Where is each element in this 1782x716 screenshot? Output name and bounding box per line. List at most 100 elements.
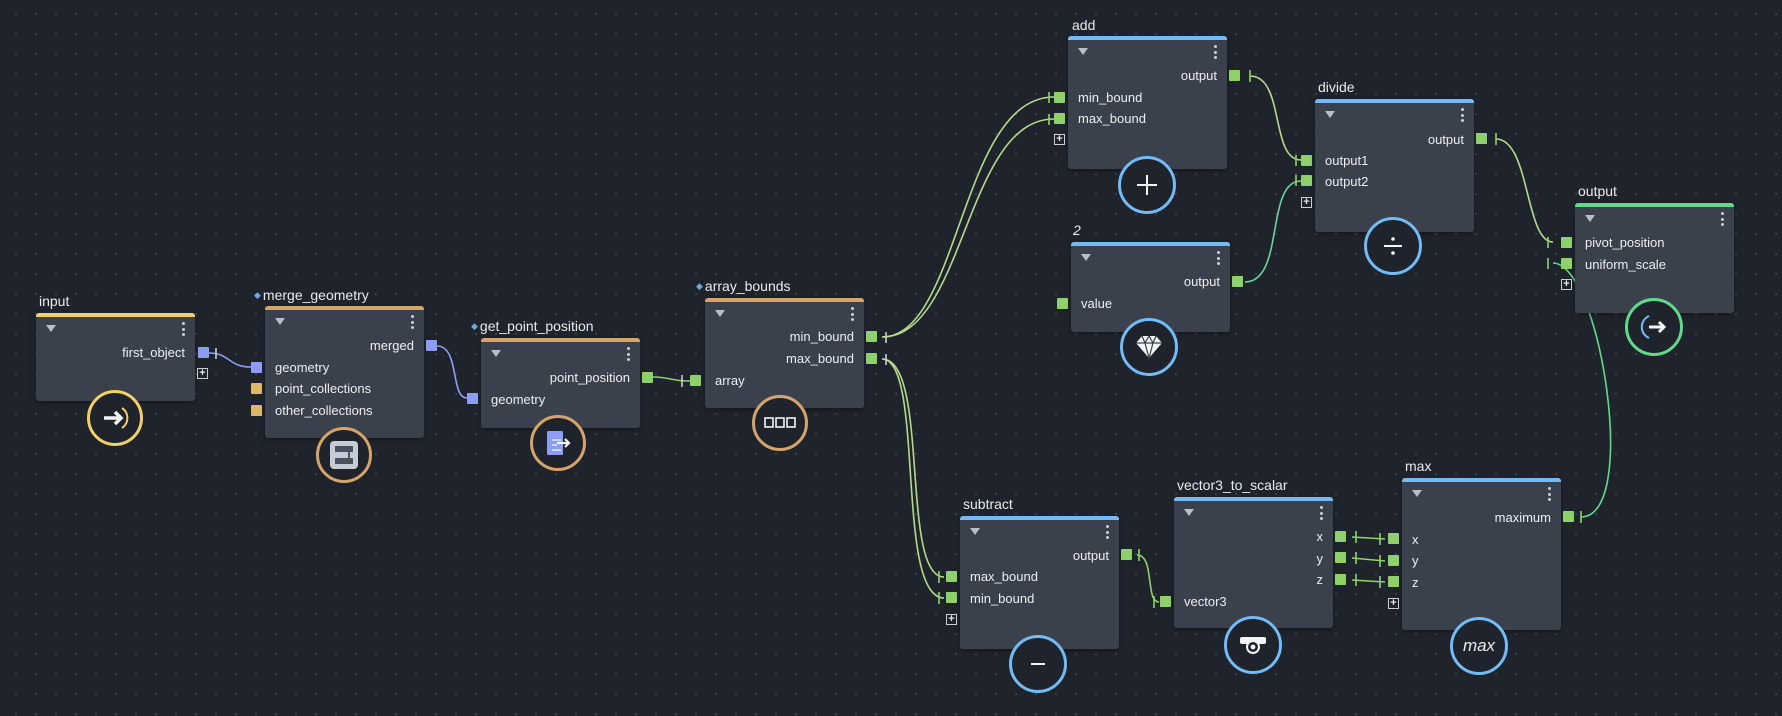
port-in-value[interactable]: [1057, 298, 1068, 309]
collapse-triangle-icon[interactable]: [46, 325, 56, 332]
port-out-first-object[interactable]: [198, 347, 209, 358]
collapse-triangle-icon[interactable]: [1412, 490, 1422, 497]
port-out-output[interactable]: [1229, 70, 1240, 81]
node-title-add: add: [1072, 17, 1096, 33]
merge-geometry-title-text: merge_geometry: [262, 287, 369, 303]
port-in-max-bound[interactable]: [1054, 113, 1065, 124]
port-in-geometry[interactable]: [251, 362, 262, 373]
port-in-x[interactable]: [1388, 533, 1399, 544]
node-vector3-to-scalar[interactable]: x y z vector3: [1174, 497, 1333, 628]
port-label-vector3: vector3: [1184, 594, 1227, 609]
port-in-geometry[interactable]: [467, 393, 478, 404]
port-in-min-bound[interactable]: [946, 592, 957, 603]
node-constant[interactable]: output value: [1071, 242, 1230, 332]
node-title-subtract: subtract: [963, 496, 1013, 512]
port-out-output[interactable]: [1232, 276, 1243, 287]
add-port-plus-icon[interactable]: +: [1561, 279, 1572, 290]
node-title-max: max: [1405, 458, 1432, 474]
node-menu-icon[interactable]: [1214, 45, 1217, 59]
port-out-x[interactable]: [1335, 531, 1346, 542]
wire-divide-to-pivot[interactable]: [1495, 138, 1554, 243]
port-in-z[interactable]: [1388, 576, 1399, 587]
port-in-output2[interactable]: [1301, 175, 1312, 186]
node-menu-icon[interactable]: [851, 307, 854, 321]
node-menu-icon[interactable]: [1461, 108, 1464, 122]
port-in-pivot-position[interactable]: [1561, 237, 1572, 248]
node-get-point-position[interactable]: point_position geometry: [481, 338, 640, 428]
node-menu-icon[interactable]: [182, 322, 185, 336]
wire-first-object-to-geometry[interactable]: [208, 352, 252, 368]
port-in-min-bound[interactable]: [1054, 92, 1065, 103]
node-merge-geometry[interactable]: merged geometry point_collections other_…: [265, 306, 424, 438]
port-out-output[interactable]: [1121, 549, 1132, 560]
node-accent-bar: [1575, 203, 1734, 207]
node-menu-icon[interactable]: [627, 347, 630, 361]
port-label-min-bound: min_bound: [789, 329, 854, 344]
node-menu-icon[interactable]: [1320, 506, 1323, 520]
port-in-other-collections[interactable]: [251, 405, 262, 416]
wire-max-bound-to-subtract[interactable]: [881, 358, 945, 578]
node-output[interactable]: pivot_position uniform_scale: [1575, 203, 1734, 313]
node-max[interactable]: maximum x y z: [1402, 478, 1561, 630]
node-menu-icon[interactable]: [1106, 525, 1109, 539]
port-out-point-position[interactable]: [642, 372, 653, 383]
node-title-constant: 2: [1073, 222, 1081, 238]
port-in-point-collections[interactable]: [251, 383, 262, 394]
wire-max-bound-to-add[interactable]: [881, 118, 1055, 338]
node-array-bounds[interactable]: min_bound max_bound array: [705, 298, 864, 408]
wire-min-bound-to-add[interactable]: [881, 96, 1055, 338]
node-divide[interactable]: output output1 output2: [1315, 99, 1474, 232]
node-add[interactable]: output min_bound max_bound: [1068, 36, 1227, 169]
wire-const-to-divide[interactable]: [1244, 180, 1302, 283]
port-out-merged[interactable]: [426, 340, 437, 351]
port-in-uniform-scale[interactable]: [1561, 258, 1572, 269]
port-in-y[interactable]: [1388, 555, 1399, 566]
node-accent-bar: [1174, 497, 1333, 501]
collapse-triangle-icon[interactable]: [1325, 111, 1335, 118]
port-out-y[interactable]: [1335, 552, 1346, 563]
port-out-output[interactable]: [1476, 133, 1487, 144]
wire-add-to-divide[interactable]: [1249, 75, 1302, 161]
get-point-position-title-text: get_point_position: [479, 318, 594, 334]
port-label-uniform-scale: uniform_scale: [1585, 257, 1666, 272]
collapse-triangle-icon[interactable]: [1078, 48, 1088, 55]
node-menu-icon[interactable]: [411, 315, 414, 329]
node-accent-bar: [960, 516, 1119, 520]
wire-point-position-to-array[interactable]: [652, 376, 691, 382]
collapse-triangle-icon[interactable]: [970, 528, 980, 535]
wire-merged-to-geometry[interactable]: [436, 345, 468, 399]
port-in-output1[interactable]: [1301, 155, 1312, 166]
wire-subtract-to-vector3[interactable]: [1136, 554, 1160, 603]
port-out-z[interactable]: [1335, 574, 1346, 585]
port-in-array[interactable]: [690, 375, 701, 386]
add-port-plus-icon[interactable]: +: [197, 368, 208, 379]
collapse-triangle-icon[interactable]: [275, 318, 285, 325]
port-in-max-bound[interactable]: [946, 571, 957, 582]
node-menu-icon[interactable]: [1721, 212, 1724, 226]
port-label-max-bound: max_bound: [970, 569, 1038, 584]
port-out-maximum[interactable]: [1563, 511, 1574, 522]
add-port-plus-icon[interactable]: +: [946, 614, 957, 625]
collapse-triangle-icon[interactable]: [1081, 254, 1091, 261]
port-label-output: output: [1427, 132, 1464, 147]
port-out-max-bound[interactable]: [866, 353, 877, 364]
node-title-array-bounds: ◆array_bounds: [696, 278, 791, 294]
collapse-triangle-icon[interactable]: [1585, 215, 1595, 222]
port-in-vector3[interactable]: [1160, 596, 1171, 607]
collapse-triangle-icon[interactable]: [1184, 509, 1194, 516]
node-menu-icon[interactable]: [1217, 251, 1220, 265]
node-subtract[interactable]: output max_bound min_bound: [960, 516, 1119, 649]
add-port-plus-icon[interactable]: +: [1388, 598, 1399, 609]
node-accent-bar: [481, 338, 640, 342]
array-icon: [752, 395, 808, 451]
vector-split-icon: [1224, 616, 1282, 674]
wire-min-bound-to-subtract[interactable]: [881, 358, 945, 599]
node-menu-icon[interactable]: [1548, 487, 1551, 501]
collapse-triangle-icon[interactable]: [491, 350, 501, 357]
add-port-plus-icon[interactable]: +: [1054, 134, 1065, 145]
add-port-plus-icon[interactable]: +: [1301, 197, 1312, 208]
node-input[interactable]: first_object: [36, 313, 195, 401]
port-out-min-bound[interactable]: [866, 331, 877, 342]
wire-max-to-scale[interactable]: [1552, 262, 1612, 518]
collapse-triangle-icon[interactable]: [715, 310, 725, 317]
